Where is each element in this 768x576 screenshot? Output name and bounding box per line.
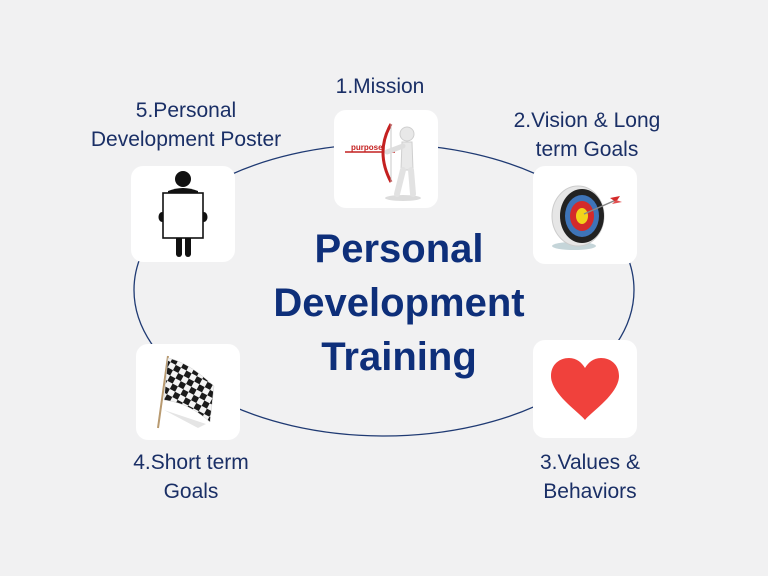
step-5-card	[131, 166, 235, 262]
svg-text:purpose: purpose	[351, 143, 383, 152]
title-line-3: Training	[321, 335, 477, 379]
step-4-label: 4.Short term Goals	[133, 451, 249, 503]
archer-purpose-icon: purpose	[345, 123, 421, 201]
step-1-card: purpose	[334, 110, 438, 208]
step-3-card	[533, 340, 637, 438]
step-2-label: 2.Vision & Long term Goals	[513, 109, 661, 161]
step-3-label: 3.Values & Behaviors	[539, 451, 640, 503]
step-2-card	[533, 166, 637, 264]
checkered-flag-icon	[157, 355, 215, 429]
step-5-label: 5.Personal Development Poster	[90, 99, 282, 151]
target-arrow-icon	[551, 185, 622, 250]
title-line-1: Personal	[314, 227, 484, 271]
title-line-2: Development	[273, 281, 525, 325]
step-4-card	[136, 344, 240, 440]
heart-icon	[551, 358, 619, 420]
step-1-label: 1.Mission	[335, 75, 425, 98]
central-title: Personal Development Training	[234, 222, 564, 384]
person-holding-poster-icon	[158, 171, 208, 257]
